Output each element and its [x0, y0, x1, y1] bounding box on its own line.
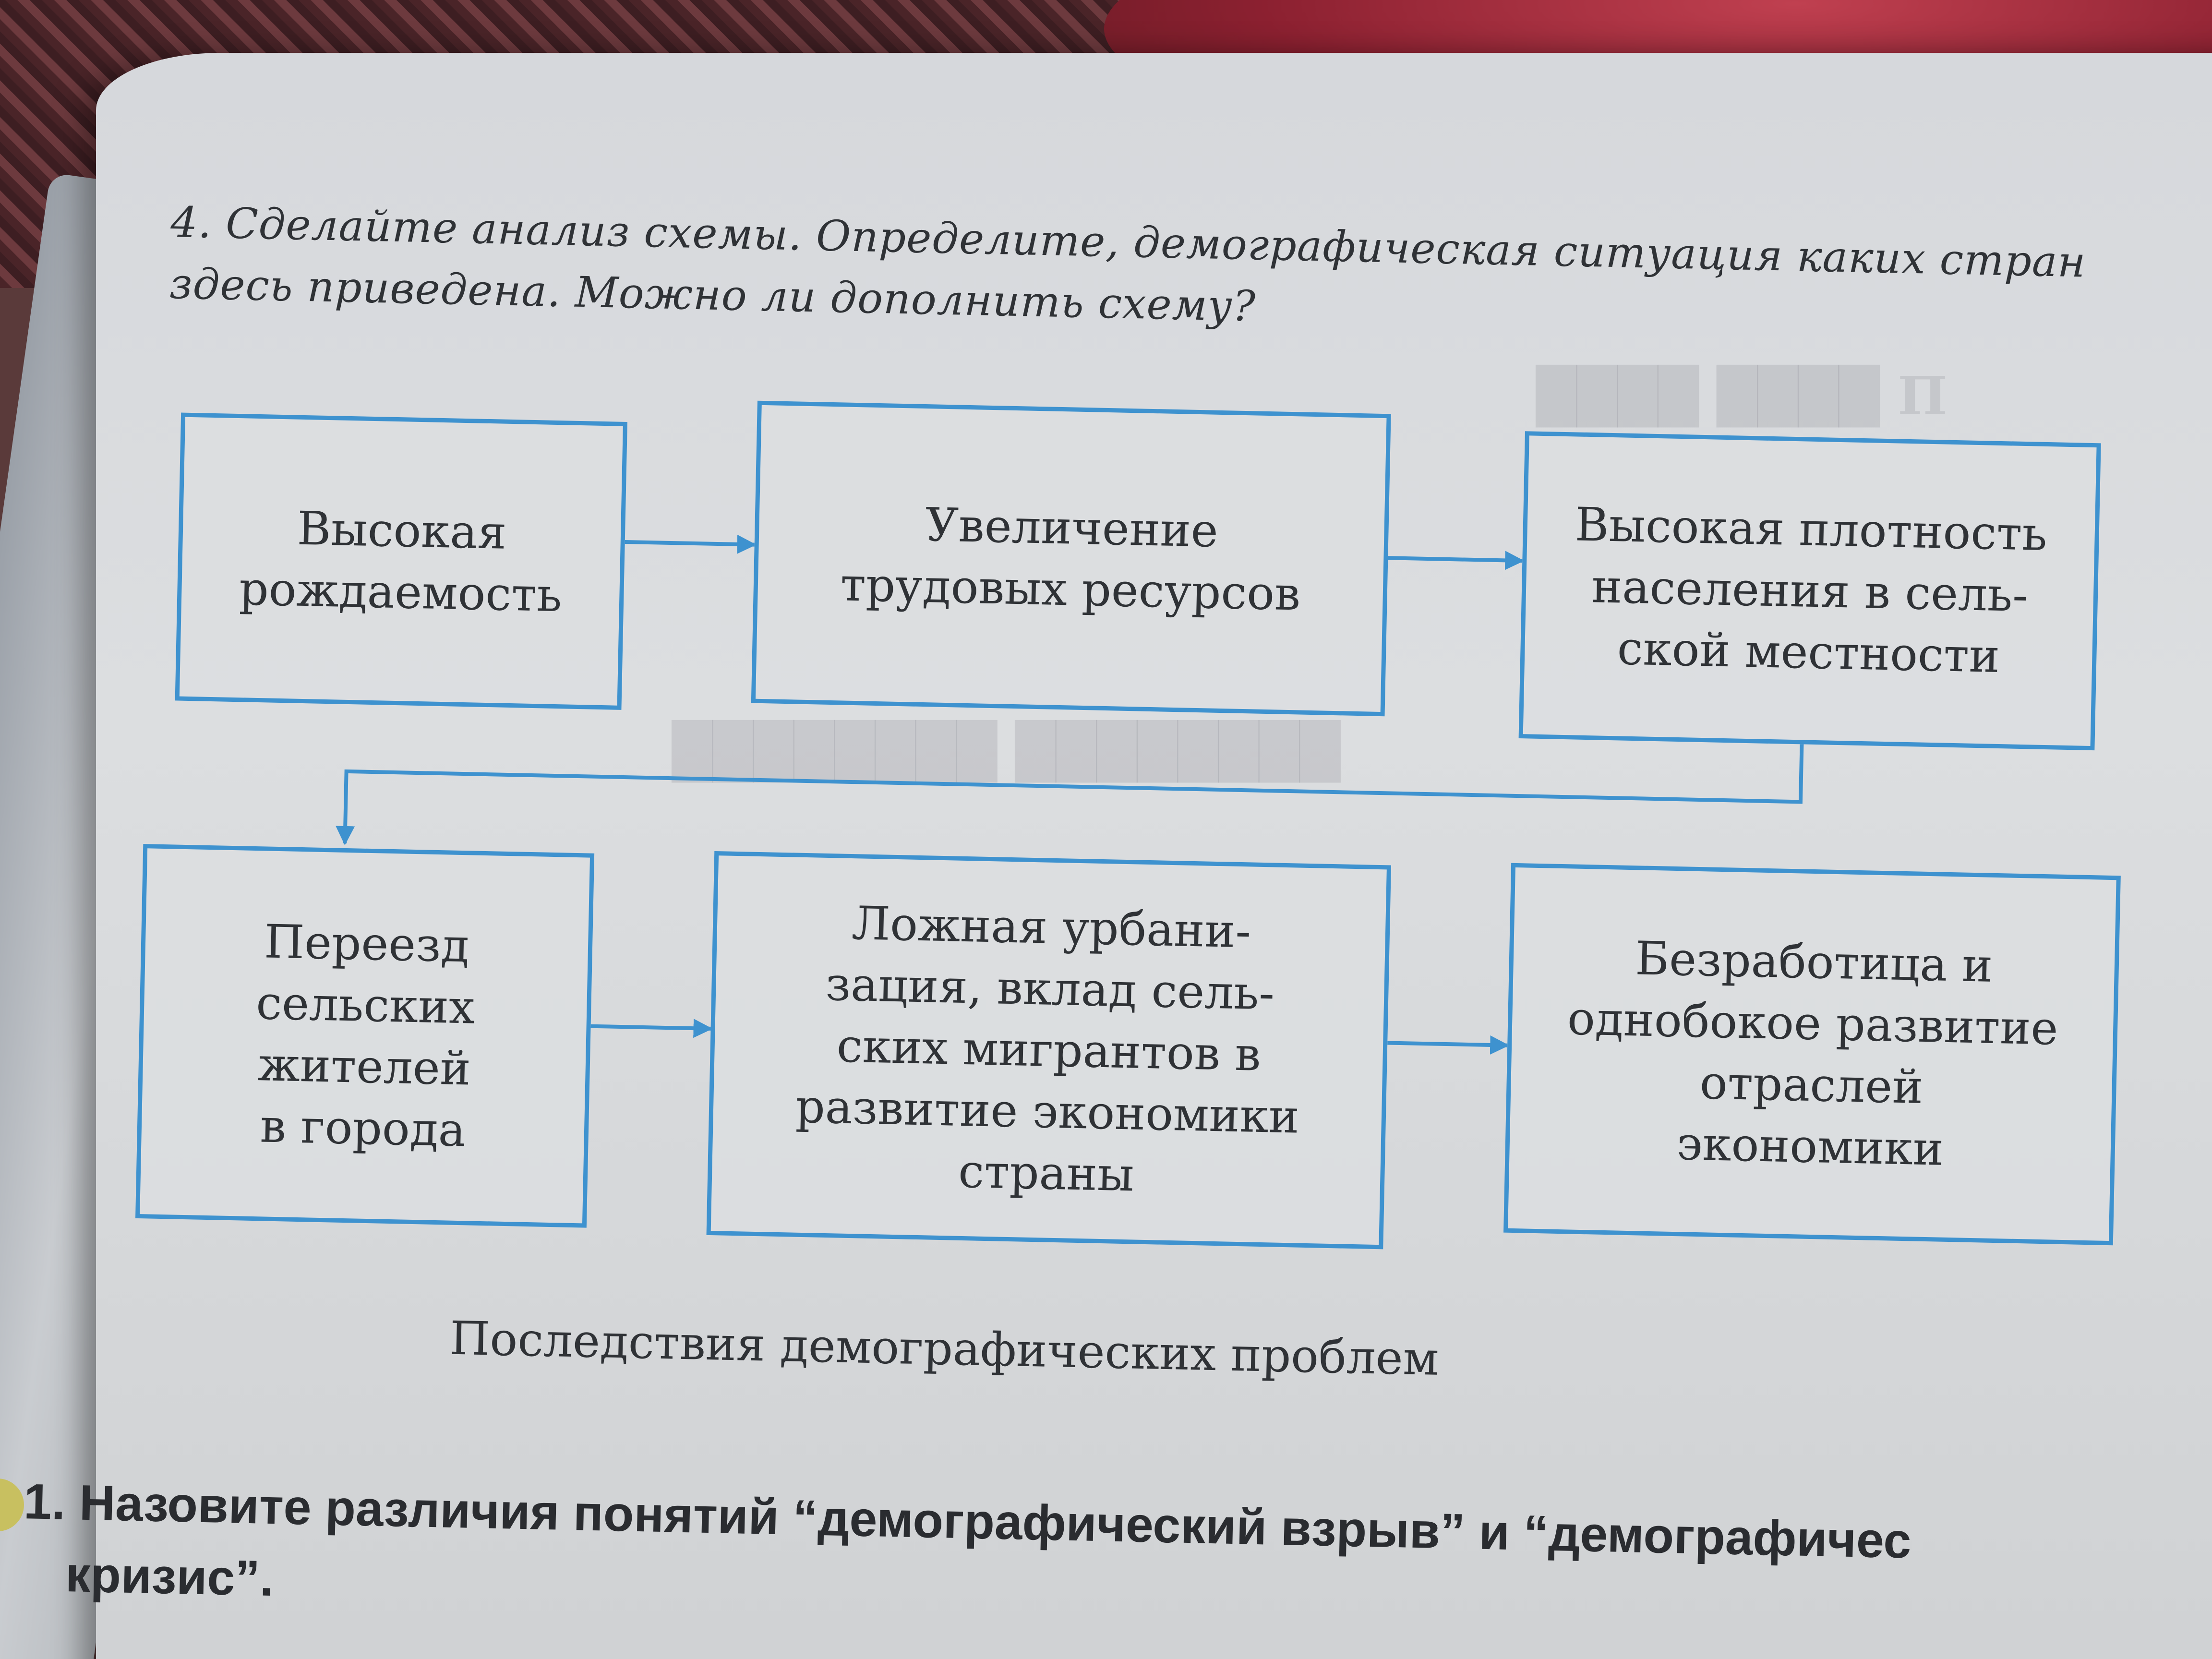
box-text: Безработица и	[1635, 931, 1994, 993]
box-text: в города	[259, 1099, 467, 1157]
box-text: экономики	[1676, 1117, 1945, 1176]
arrow-n1-n2	[625, 534, 757, 554]
arrow-n2-n3	[1388, 551, 1525, 570]
box-unemployment: Безработица и однобокое развитие отрасле…	[1503, 863, 2121, 1246]
box-high-birth-rate: Высокая рождаемость	[175, 412, 627, 710]
box-text: населения в сель-	[1591, 559, 2029, 623]
box-text: Ложная урбани-	[851, 896, 1252, 959]
box-labor-growth: Увеличение трудовых ресурсов	[751, 400, 1391, 717]
arrow-n5-n6	[1387, 1035, 1510, 1055]
box-text: развитие экономики	[795, 1079, 1300, 1144]
box-text: жителей	[257, 1037, 471, 1096]
box-text: Высокая	[296, 501, 507, 560]
box-rural-density: Высокая плотность населения в сель- ской…	[1518, 431, 2101, 751]
box-text: трудовых ресурсов	[840, 557, 1301, 621]
box-text: Увеличение	[925, 498, 1219, 558]
box-text: Высокая плотность	[1574, 497, 2048, 562]
box-text: ской местности	[1616, 621, 2001, 683]
box-text: ских мигрантов в	[836, 1019, 1262, 1082]
box-text: рождаемость	[239, 562, 563, 623]
box-rural-migration: Переезд сельских жителей в города	[135, 844, 595, 1228]
box-text: сельских	[255, 976, 476, 1034]
arrow-n3-n4	[336, 744, 1804, 845]
arrow-n4-n5	[590, 1019, 713, 1038]
box-text: однобокое развитие	[1567, 991, 2059, 1056]
box-text: отраслей	[1699, 1056, 1924, 1114]
box-text: страны	[958, 1144, 1135, 1202]
box-text: зация, вклад сель-	[825, 957, 1275, 1021]
box-false-urbanization: Ложная урбани- зация, вклад сель- ских м…	[706, 851, 1391, 1250]
box-text: Переезд	[264, 914, 470, 973]
